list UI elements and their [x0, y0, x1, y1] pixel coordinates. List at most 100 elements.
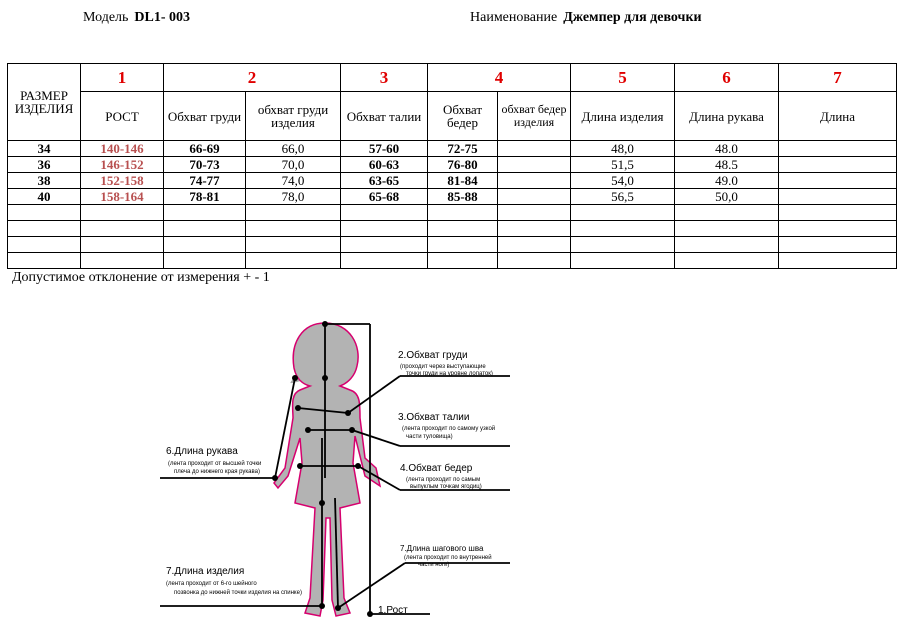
table-cell — [674, 236, 779, 253]
group-number: 5 — [570, 63, 675, 92]
table-cell — [778, 140, 897, 157]
label-sleeve-title: 6.Длина рукава — [166, 446, 238, 457]
table-cell: 146-152 — [80, 156, 164, 173]
table-cell — [427, 252, 498, 269]
table-cell — [163, 204, 246, 221]
table-cell: 78-81 — [163, 188, 246, 205]
table-cell: 152-158 — [80, 172, 164, 189]
group-number: 4 — [427, 63, 571, 92]
table-cell: 57-60 — [340, 140, 428, 157]
label-inseam-desc: части ноги) — [418, 562, 449, 568]
table-cell: 48.0 — [674, 140, 779, 157]
table-cell: 158-164 — [80, 188, 164, 205]
group-number: 3 — [340, 63, 428, 92]
model-label: Модель — [83, 10, 129, 25]
table-cell — [570, 220, 675, 237]
label-waist-desc: части туловища) — [406, 434, 453, 440]
group-number: 1 — [80, 63, 164, 92]
table-cell — [245, 252, 341, 269]
table-cell — [570, 252, 675, 269]
name-label: Наименование — [470, 10, 558, 25]
table-cell — [778, 172, 897, 189]
table-cell — [778, 188, 897, 205]
table-cell — [80, 204, 164, 221]
label-hips-desc: (лента проходит по самым — [406, 477, 480, 483]
girl-silhouette — [273, 322, 382, 617]
table-cell — [427, 204, 498, 221]
table-cell: 49.0 — [674, 172, 779, 189]
table-cell: 48,0 — [570, 140, 675, 157]
table-cell — [427, 236, 498, 253]
empty-row — [7, 236, 897, 253]
model-value: DL1- 003 — [134, 10, 191, 25]
table-cell — [674, 204, 779, 221]
group-number: 6 — [674, 63, 779, 92]
table-cell — [7, 236, 81, 253]
table-cell — [778, 220, 897, 237]
label-waist-title: 3.Обхват талии — [398, 411, 469, 423]
table-cell: 48.5 — [674, 156, 779, 173]
table-cell: 66-69 — [163, 140, 246, 157]
column-header: Обхват груди — [163, 91, 246, 141]
table-cell: 78,0 — [245, 188, 341, 205]
empty-row — [7, 204, 897, 221]
table-cell — [497, 220, 571, 237]
table-cell — [163, 252, 246, 269]
table-cell — [245, 204, 341, 221]
table-cell — [245, 236, 341, 253]
label-hips-desc: выпуклым точкам ягодиц) — [410, 484, 482, 490]
table-cell — [778, 252, 897, 269]
measurement-figure: 2.Обхват груди (проходит через выступающ… — [160, 321, 510, 617]
column-header: Длина рукава — [674, 91, 779, 141]
measurement-points — [272, 321, 373, 617]
name-value: Джемпер для девочки — [563, 10, 702, 25]
table-cell — [674, 220, 779, 237]
table-cell — [340, 220, 428, 237]
table-cell: 70,0 — [245, 156, 341, 173]
measurement-lines — [160, 323, 510, 615]
figure-labels: 2.Обхват груди (проходит через выступающ… — [166, 349, 495, 616]
label-chest-desc: точки груди на уровне лопаток) — [406, 371, 493, 377]
column-header: Обхват бедер — [427, 91, 498, 141]
label-length-desc: позвонка до нижней точки изделия на спин… — [174, 589, 302, 596]
column-header: Обхват талии — [340, 91, 428, 141]
group-number: 7 — [778, 63, 897, 92]
table-cell: 56,5 — [570, 188, 675, 205]
label-length-title: 7.Длина изделия — [166, 566, 244, 577]
label-sleeve-desc: (лента проходит от высшей точки — [168, 460, 261, 467]
table-cell — [7, 252, 81, 269]
table-cell: 74-77 — [163, 172, 246, 189]
table-cell: 72-75 — [427, 140, 498, 157]
column-header: обхват груди изделия — [245, 91, 341, 141]
tolerance-note: Допустимое отклонение от измерения + - 1 — [12, 270, 270, 285]
table-cell: 140-146 — [80, 140, 164, 157]
table-cell — [497, 172, 571, 189]
label-waist-desc: (лента проходит по самому узкой — [402, 425, 495, 432]
label-sleeve-desc: плеча до нижнего края рукава) — [174, 469, 260, 475]
size-header: РАЗМЕР ИЗДЕЛИЯ — [7, 63, 81, 141]
table-cell: 54,0 — [570, 172, 675, 189]
table-cell — [7, 204, 81, 221]
table-cell: 66,0 — [245, 140, 341, 157]
table-cell: 36 — [7, 156, 81, 173]
table-cell: 34 — [7, 140, 81, 157]
table-cell — [163, 236, 246, 253]
name-heading: Наименование Джемпер для девочки — [470, 10, 702, 26]
table-cell — [340, 252, 428, 269]
table-cell — [340, 204, 428, 221]
table-cell — [497, 156, 571, 173]
table-cell — [778, 204, 897, 221]
table-cell — [674, 252, 779, 269]
label-chest-title: 2.Обхват груди — [398, 349, 468, 361]
label-chest-desc: (проходит через выступающие — [400, 364, 486, 370]
group-number: 2 — [163, 63, 341, 92]
table-cell: 85-88 — [427, 188, 498, 205]
table-cell — [497, 140, 571, 157]
empty-row — [7, 220, 897, 237]
table-cell — [80, 252, 164, 269]
table-cell — [778, 236, 897, 253]
